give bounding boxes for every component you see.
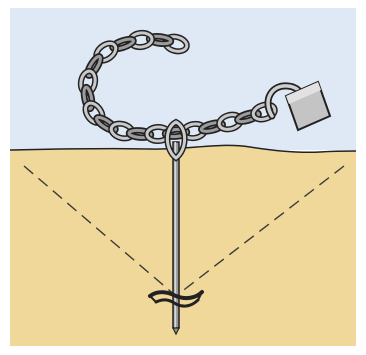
anchor-eye-ring xyxy=(164,118,188,162)
stake-tip xyxy=(172,327,180,336)
cone-line-right xyxy=(175,165,345,297)
chain-link xyxy=(93,114,119,134)
chain-link-metal xyxy=(235,110,261,124)
cone-line-left xyxy=(23,165,177,297)
chain-link xyxy=(109,35,137,53)
chain-link-metal xyxy=(82,85,94,111)
padlock xyxy=(264,80,332,132)
auger-helix xyxy=(148,290,204,336)
helix-edge-left xyxy=(149,295,157,303)
chain-link xyxy=(125,127,155,141)
chain-link xyxy=(234,109,262,125)
chain-link-metal xyxy=(86,54,102,78)
chain-link xyxy=(80,83,96,113)
chain-link xyxy=(250,101,278,123)
helix-upper xyxy=(148,290,204,301)
eye-ring xyxy=(165,120,187,160)
chain-link-metal xyxy=(95,115,117,133)
chain-link-metal xyxy=(251,103,277,121)
padlock-body-highlight xyxy=(286,82,321,104)
chain-link-metal xyxy=(127,128,153,140)
chain-link xyxy=(84,53,104,79)
ground-surface-line xyxy=(9,144,357,153)
helix-edge-right xyxy=(197,291,203,301)
chain xyxy=(77,29,278,145)
ground xyxy=(10,145,356,346)
chain-link-metal xyxy=(111,37,135,51)
stake-rod-highlight xyxy=(174,142,177,328)
helix-lower xyxy=(154,298,200,308)
ground-anchor-stake xyxy=(172,141,180,329)
